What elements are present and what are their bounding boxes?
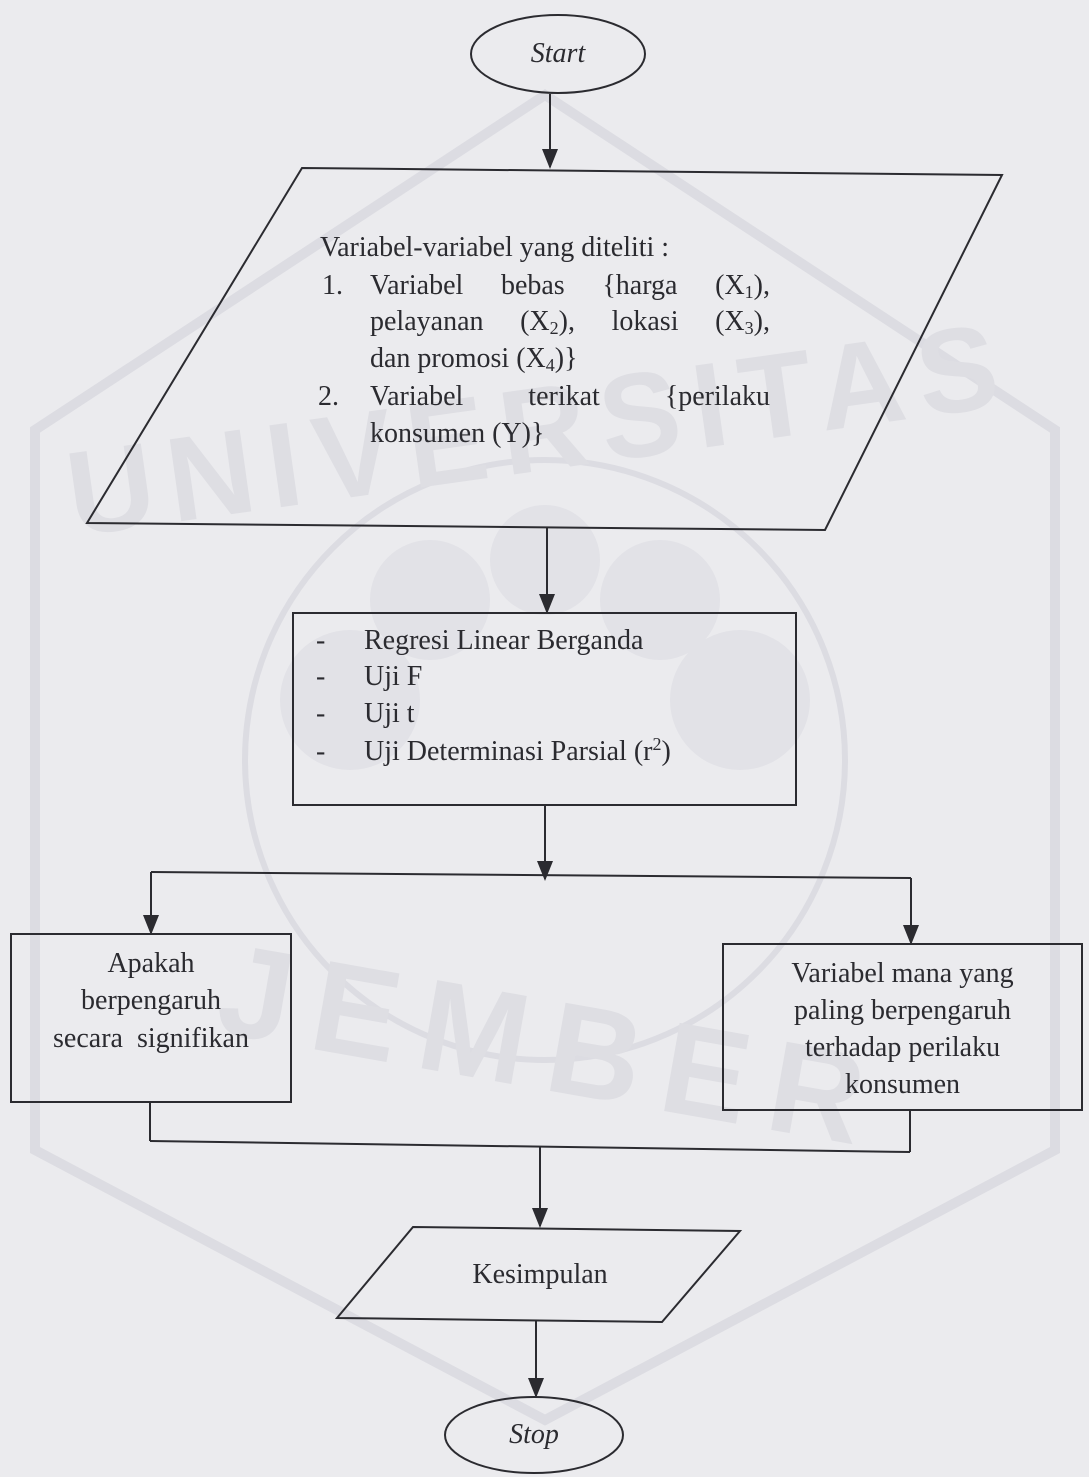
merge-line (149, 1140, 911, 1153)
input-item-1-sub-3: 3 (744, 318, 754, 338)
input-item-1-sub-4: 4 (545, 355, 555, 375)
input-item-1-line-3: dan promosi (X4)} (370, 341, 578, 377)
input-parallelogram (85, 166, 1004, 532)
most-influential-line-2: paling berpengaruh (794, 995, 1011, 1026)
most-influential-line-1: Variabel mana yang (791, 958, 1014, 989)
input-item-2-line-1: Variabel terikat {perilaku (370, 381, 770, 412)
significance-line-2: berpengaruh (81, 985, 221, 1016)
watermark-emblem (30, 89, 1060, 1426)
input-item-1-line-2: pelayanan (X2), lokasi (X3), (370, 304, 770, 340)
conclusion-label: Kesimpulan (472, 1259, 608, 1290)
analysis-item-determination-sup: 2 (652, 734, 662, 754)
input-item-1-line-1: Variabel bebas {harga (X1), (370, 268, 770, 304)
input-heading: Variabel-variabel yang diteliti : (320, 232, 670, 263)
stop-label: Stop (509, 1419, 559, 1450)
split-line (150, 871, 912, 879)
input-item-1-sub-2: 2 (549, 318, 559, 338)
analysis-item-determination-end: ) (661, 736, 671, 767)
most-influential-line-4: konsumen (844, 1069, 961, 1100)
input-item-1-line-3-text: dan promosi (X (370, 343, 546, 374)
most-influential-line-3: terhadap perilaku (804, 1032, 1001, 1063)
analysis-dash-1: - (316, 625, 326, 656)
input-item-1-line-2-mid: ), lokasi (X (558, 306, 745, 337)
analysis-dash-2: - (316, 661, 326, 692)
input-item-1-line-2-text: pelayanan (X (370, 306, 550, 337)
analysis-dash-4: - (316, 736, 326, 767)
analysis-item-determination: Uji Determinasi Parsial (r2) (364, 734, 671, 770)
input-item-1-sub-1: 1 (744, 282, 754, 302)
start-label: Start (530, 38, 586, 69)
input-item-1-line-1-end: ), (753, 270, 770, 301)
most-influential-box (722, 943, 1083, 1111)
input-item-1-line-2-end: ), (753, 306, 770, 337)
analysis-dash-3: - (316, 698, 326, 729)
input-item-2-number: 2. (318, 381, 339, 412)
input-item-1-line-1-text: Variabel bebas {harga (X (370, 270, 745, 301)
input-item-1-line-3-end: )} (554, 343, 578, 374)
input-item-2-line-2: konsumen (Y)} (370, 418, 545, 449)
conclusion-parallelogram (334, 1225, 743, 1324)
analysis-item-regression: Regresi Linear Berganda (364, 625, 644, 656)
significance-line-1: Apakah (107, 948, 195, 979)
analysis-item-uji-t: Uji t (364, 698, 415, 729)
input-item-1-number: 1. (322, 270, 343, 301)
start-terminal (470, 14, 646, 94)
analysis-item-uji-f: Uji F (364, 661, 423, 692)
significance-line-3: secara signifikan (53, 1023, 249, 1054)
analysis-item-determination-text: Uji Determinasi Parsial (r (364, 736, 653, 767)
